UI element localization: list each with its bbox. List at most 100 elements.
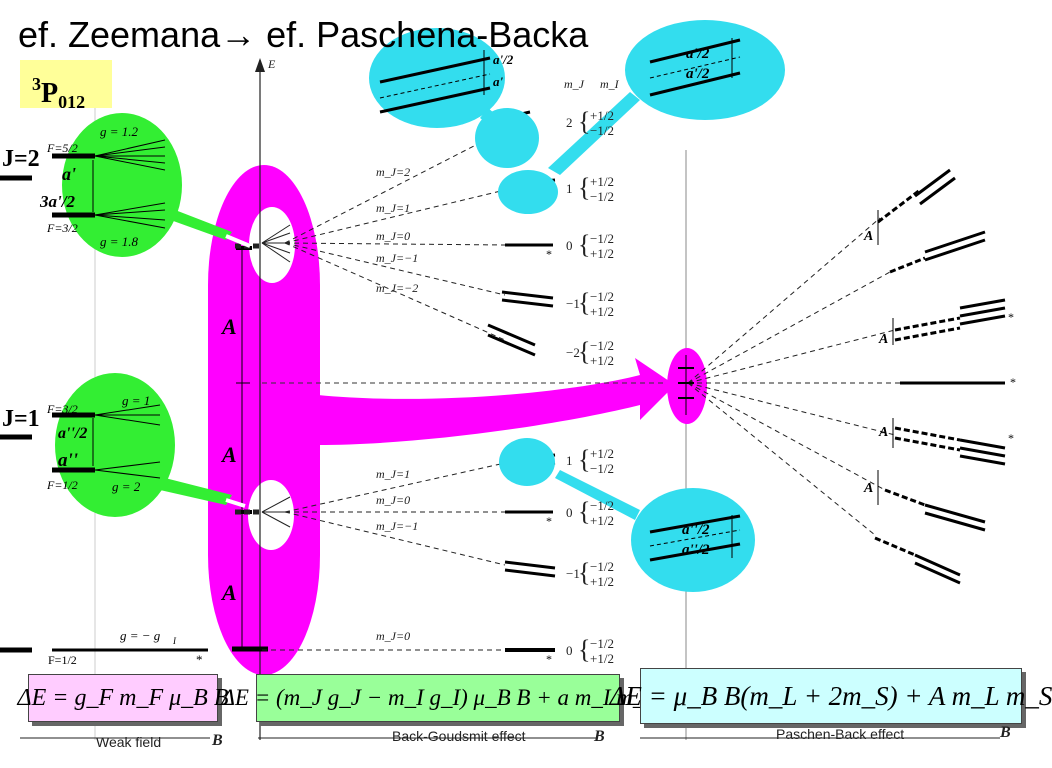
brace: {: [578, 107, 590, 136]
mj-label-2: m_J=2: [376, 165, 410, 179]
mi-value-bottom: +1/2: [590, 651, 614, 666]
mj-value: −2: [566, 345, 580, 360]
cyan-right-a2: a'/2: [686, 66, 710, 82]
green-bubble-j2: [52, 113, 251, 257]
pb-a-brackets: [877, 210, 894, 505]
f-top-j1: F=3/2: [46, 402, 78, 416]
j2-label: J=2: [2, 146, 40, 172]
brace: {: [578, 445, 590, 474]
pb-a-3: A: [878, 425, 888, 440]
mi-value-top: −1/2: [590, 498, 614, 513]
mj-j1-label-0: m_J=0: [376, 493, 410, 507]
mj-j1-label-m1: m_J=−1: [376, 519, 418, 533]
mj-label-m1: m_J=−1: [376, 251, 418, 265]
a-label-2: A: [220, 442, 237, 467]
three-a-half-j2: 3a'/2: [39, 192, 75, 211]
mi-value-top: −1/2: [590, 231, 614, 246]
mj-j1-label-1: m_J=1: [376, 467, 410, 481]
mi-value-bottom: +1/2: [590, 574, 614, 589]
brace: {: [578, 173, 590, 202]
mj-value: 1: [566, 181, 573, 196]
mi-value-top: −1/2: [590, 338, 614, 353]
mi-value-bottom: +1/2: [590, 304, 614, 319]
pb-magenta-ellipse: [667, 348, 707, 424]
mj-j0-label: m_J=0: [376, 629, 410, 643]
star-weak: *: [196, 652, 203, 667]
star-bg-2: *: [546, 514, 552, 528]
mj-value: 0: [566, 643, 573, 658]
brace: {: [578, 497, 590, 526]
g-bottom-level-sub: I: [172, 636, 177, 646]
term-j-values: 012: [58, 92, 86, 112]
col-header-mi: m_I: [600, 77, 620, 91]
caption-paschen-back: Paschen-Back effect: [776, 726, 905, 742]
cyan-a-half: a'/2: [493, 52, 514, 67]
mi-value-bottom: −1/2: [590, 189, 614, 204]
mi-value-top: +1/2: [590, 446, 614, 461]
mi-value-bottom: −1/2: [590, 123, 614, 138]
diagram-canvas: E: [0, 20, 1016, 740]
mi-value-top: +1/2: [590, 174, 614, 189]
j2-fan-lines: [284, 129, 506, 341]
term-multiplicity: 3: [32, 74, 41, 94]
pb-center-marks: [678, 355, 694, 415]
cyan-bubble-top-right: [548, 20, 785, 175]
b-label-weak: B: [212, 732, 223, 749]
mi-value-bottom: +1/2: [590, 246, 614, 261]
mi-value-top: −1/2: [590, 636, 614, 651]
f-bottom-j1: F=1/2: [46, 478, 78, 492]
cyan-bubble-small-2: [498, 170, 558, 214]
cyan-bottom-a2: a''/2: [682, 542, 710, 558]
pb-a-1: A: [863, 229, 873, 244]
brace: {: [578, 337, 590, 366]
j1-fan-lines-near: [235, 496, 291, 528]
brace: {: [578, 635, 590, 664]
f-bottom-level: F=1/2: [48, 653, 77, 667]
g-top-j2: g = 1.2: [100, 124, 139, 139]
g-top-j1: g = 1: [122, 393, 150, 408]
star-pb-3: *: [1008, 431, 1014, 445]
pb-a-4: A: [863, 481, 873, 496]
f-bottom-j2: F=3/2: [46, 221, 78, 235]
energy-axis-arrow: [255, 58, 265, 72]
formula-weak-field: ΔE = g_F m_F μ_B B: [18, 674, 228, 722]
caption-back-goudsmit: Back-Goudsmit effect: [392, 728, 526, 744]
energy-axis-label: E: [267, 57, 276, 71]
cyan-bottom-a1: a''/2: [682, 522, 710, 538]
cyan-right-a1: a'/2: [686, 46, 710, 62]
mi-value-bottom: +1/2: [590, 353, 614, 368]
f-top-j2: F=5/2: [46, 141, 78, 155]
star-bg-3: *: [546, 652, 552, 666]
g-bottom-level: g = − g: [120, 628, 161, 643]
mj-value: −1: [566, 296, 580, 311]
mj-value: −1: [566, 566, 580, 581]
brace: {: [578, 558, 590, 587]
col-header-mj: m_J: [564, 77, 585, 91]
mj-value: 0: [566, 505, 573, 520]
caption-weak-field: Weak field: [96, 734, 162, 750]
g-bottom-j1: g = 2: [112, 479, 141, 494]
mj-value: 1: [566, 453, 573, 468]
star-bg-1: *: [546, 247, 552, 261]
cyan-a-prime: a': [493, 74, 504, 89]
page-title: ef. Zeemana→ ef. Paschena-Backa: [18, 14, 589, 55]
zeeman-paschen-back-diagram: E: [0, 14, 1052, 750]
cyan-bubble-small-3: [499, 438, 555, 486]
term-symbol-box: 3P012: [20, 60, 112, 112]
pb-a-2: A: [878, 332, 888, 347]
b-label-pb: B: [1000, 724, 1011, 741]
pb-fan-lines: [687, 217, 900, 536]
j1-fan-lines: [284, 462, 506, 566]
cyan-bubble-bottom-right: [555, 470, 755, 592]
formula-paschen-back: ΔE = μ_B B(m_L + 2m_S) + A m_L m_S: [610, 668, 1052, 724]
green-bubble-j1: [52, 373, 246, 517]
mj-label-1: m_J=1: [376, 201, 410, 215]
formula-back-goudsmit: ΔE = (m_J g_J − m_I g_I) μ_B B + a m_I m…: [221, 674, 655, 722]
mi-value-top: −1/2: [590, 559, 614, 574]
a-dbl-j1: a'': [58, 450, 78, 471]
mi-value-top: −1/2: [590, 289, 614, 304]
term-letter: P: [41, 78, 59, 109]
a-prime-j2: a': [62, 164, 76, 184]
brace: {: [578, 230, 590, 259]
g-bottom-j2: g = 1.8: [100, 234, 139, 249]
